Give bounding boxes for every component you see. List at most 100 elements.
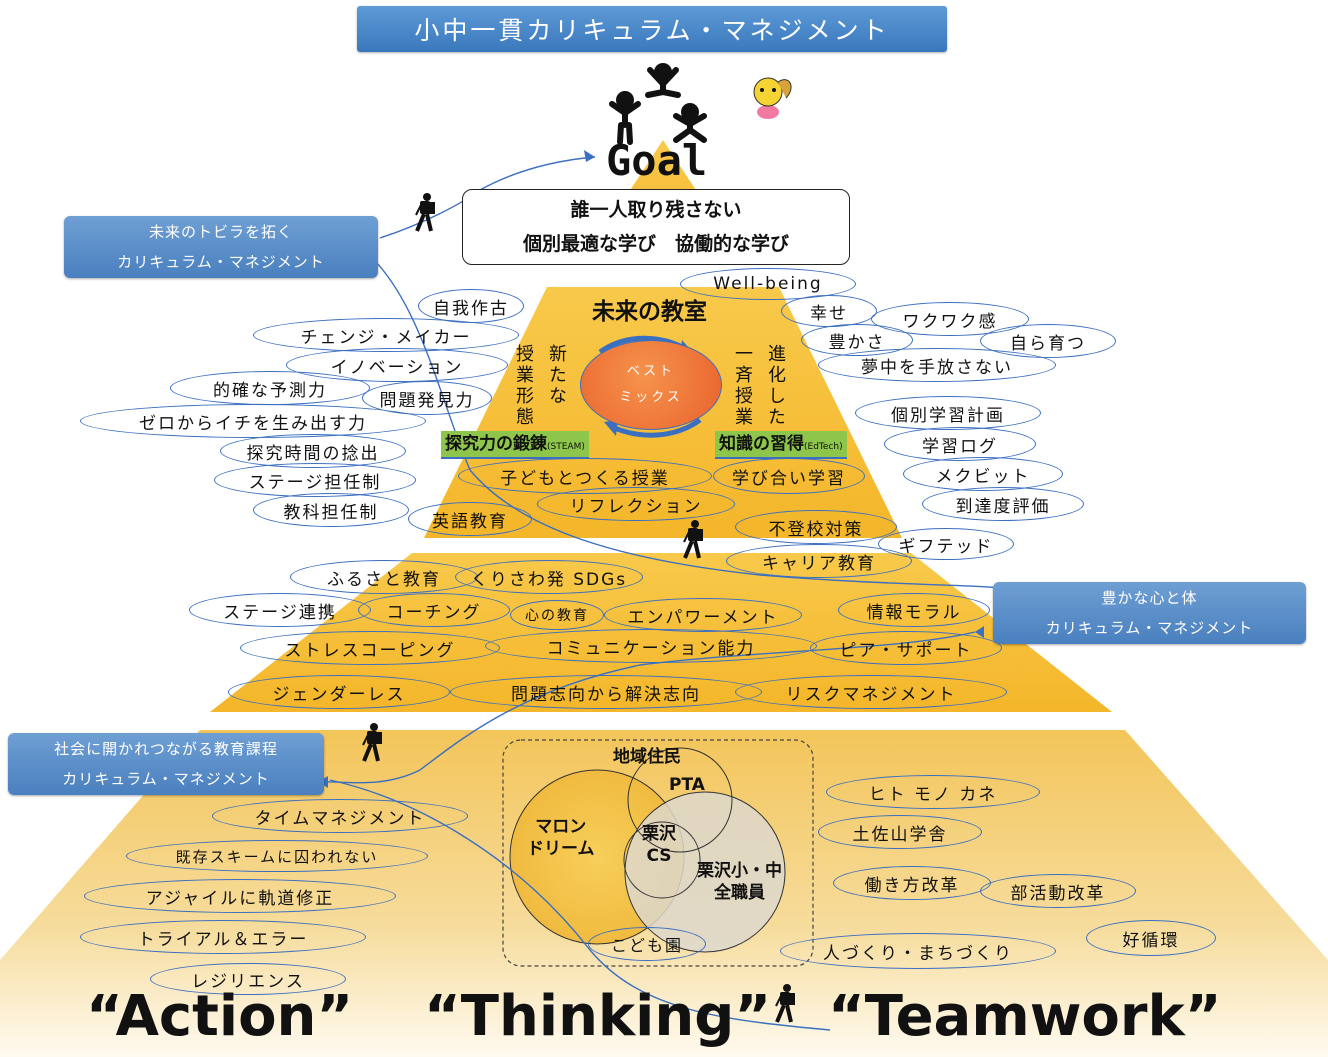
heart-box-line1: 豊かな心と体 xyxy=(1101,589,1198,607)
goal-label: Goal xyxy=(606,136,708,185)
keyword-oval: リフレクション xyxy=(537,487,735,521)
venn-frame xyxy=(502,739,814,967)
keyword-oval: 情報モラル xyxy=(838,593,990,627)
teamwork-word: “Teamwork” xyxy=(828,984,1222,1049)
climber-icon xyxy=(415,193,435,232)
venn-maron-line1: マロン xyxy=(535,817,587,837)
keyword-oval: ワクワク感 xyxy=(871,302,1029,336)
keyword-oval: 人づくり・まちづくり xyxy=(780,933,1056,969)
thinking-word: “Thinking” xyxy=(424,984,772,1049)
venn-cs-circle xyxy=(623,821,701,899)
keyword-oval: 英語教育 xyxy=(408,502,532,536)
keyword-oval: ジェンダーレス xyxy=(228,675,450,709)
keyword-oval: ギフテッド xyxy=(878,528,1014,560)
keyword-oval: 自我作古 xyxy=(418,289,524,323)
steam-label: 探究力の鍛錬(STEAM) xyxy=(441,431,589,459)
keyword-oval: ステージ連携 xyxy=(189,593,371,627)
society-box-line1: 社会に開かれつながる教育課程 xyxy=(54,740,278,758)
venn-kodomoen-oval: こども園 xyxy=(588,927,706,961)
society-box-line2: カリキュラム・マネジメント xyxy=(62,770,270,788)
edtech-main: 知識の習得 xyxy=(719,434,804,454)
venn-cs-line1: 栗沢 xyxy=(642,824,676,844)
keyword-oval: トライアル＆エラー xyxy=(80,920,366,954)
action-word: “Action” xyxy=(86,984,354,1049)
page-title: 小中一貫カリキュラム・マネジメント xyxy=(357,6,947,52)
keyword-oval: タイムマネジメント xyxy=(212,799,468,833)
keyword-oval: レジリエンス xyxy=(150,963,346,995)
keyword-oval: 夢中を手放さない xyxy=(818,348,1056,382)
venn-cs-line2: CS xyxy=(646,846,672,866)
venn-title: 地域住民 xyxy=(613,747,681,767)
venn-maron-label: マロン ドリーム xyxy=(527,816,595,860)
venn-pta-circle xyxy=(627,747,733,853)
keyword-oval: 幸せ xyxy=(781,295,877,327)
venn-cs-label: 栗沢 CS xyxy=(642,823,676,867)
keyword-oval: 問題志向から解決志向 xyxy=(450,675,762,709)
steam-sub: (STEAM) xyxy=(547,442,585,452)
keyword-oval: キャリア教育 xyxy=(726,544,912,578)
heart-curriculum-box: 豊かな心と体 カリキュラム・マネジメント xyxy=(993,582,1306,644)
keyword-oval: アジャイルに軌道修正 xyxy=(84,879,396,913)
venn-pta-label: PTA xyxy=(669,775,705,795)
keyword-oval: 自ら育つ xyxy=(980,324,1116,358)
venn-staff-line1: 栗沢小・中 xyxy=(697,861,782,881)
edtech-sub: (EdTech) xyxy=(804,442,843,452)
heart-box-line2: カリキュラム・マネジメント xyxy=(1045,619,1254,637)
evolved-col2: 一斉授業 xyxy=(732,344,753,428)
future-classroom-title: 未来の教室 xyxy=(592,299,707,325)
keyword-oval: くりさわ発 SDGs xyxy=(455,560,643,594)
keyword-oval: ゼロからイチを生み出す力 xyxy=(80,404,426,438)
society-curriculum-box: 社会に開かれつながる教育課程 カリキュラム・マネジメント xyxy=(8,733,324,795)
mascot-icon xyxy=(753,77,792,119)
keyword-oval: ふるさと教育 xyxy=(290,560,478,594)
keyword-oval: 好循環 xyxy=(1086,920,1216,956)
steam-main: 探究力の鍛錬 xyxy=(445,434,547,454)
keyword-oval: ピア・サポート xyxy=(810,631,1002,665)
climber-icon xyxy=(362,723,382,762)
keyword-oval: ステージ担任制 xyxy=(214,463,416,497)
keyword-oval: ストレスコーピング xyxy=(240,631,500,665)
venn-staff-line2: 全職員 xyxy=(714,883,765,903)
people-icon xyxy=(609,63,707,145)
keyword-oval: イノベーション xyxy=(286,348,508,382)
keyword-oval: 到達度評価 xyxy=(922,487,1084,521)
keyword-oval: 働き方改革 xyxy=(833,866,991,900)
keyword-oval: 教科担任制 xyxy=(253,493,409,527)
keyword-oval: 学び合い学習 xyxy=(713,458,865,494)
keyword-oval: コミュニケーション能力 xyxy=(485,629,817,663)
keyword-oval: コーチング xyxy=(358,593,510,627)
climber-icon xyxy=(775,984,795,1023)
goal-box-line1: 誰一人取り残さない xyxy=(570,199,742,221)
new-form-col1: 新たな xyxy=(546,344,567,407)
future-box-line2: カリキュラム・マネジメント xyxy=(117,253,325,271)
keyword-oval: 既存スキームに囚われない xyxy=(126,840,428,872)
best-mix-oval: ベスト ミックス xyxy=(580,340,722,430)
best-mix-line1: ベスト xyxy=(626,364,676,379)
edtech-label: 知識の習得(EdTech) xyxy=(715,431,847,459)
keyword-oval: チェンジ・メイカー xyxy=(253,318,519,352)
keyword-oval: 不登校対策 xyxy=(735,510,897,544)
venn-maron-line2: ドリーム xyxy=(527,839,595,859)
future-curriculum-box: 未来のトビラを拓く カリキュラム・マネジメント xyxy=(64,216,378,278)
venn-staff-circle xyxy=(624,791,786,953)
keyword-oval: 問題発見力 xyxy=(362,381,492,415)
keyword-oval: ヒト モノ カネ xyxy=(826,775,1040,809)
goal-box: 誰一人取り残さない 個別最適な学び 協働的な学び xyxy=(462,189,850,265)
keyword-oval: 個別学習計画 xyxy=(855,396,1041,430)
venn-staff-label: 栗沢小・中 全職員 xyxy=(697,860,782,904)
keyword-oval: 部活動改革 xyxy=(980,874,1136,908)
keyword-oval: エンパワーメント xyxy=(604,598,802,632)
future-box-line1: 未来のトビラを拓く xyxy=(148,223,293,241)
keyword-oval: メクビット xyxy=(903,457,1063,491)
keyword-oval: 心の教育 xyxy=(510,600,604,630)
evolved-col1: 進化した xyxy=(765,344,786,428)
climber-icon xyxy=(683,520,703,559)
keyword-oval: 的確な予測力 xyxy=(170,371,370,405)
keyword-oval: 土佐山学舎 xyxy=(818,815,982,849)
keyword-oval: 学習ログ xyxy=(884,427,1036,461)
best-mix-line2: ミックス xyxy=(619,390,683,405)
new-form-col2: 授業形態 xyxy=(513,344,534,428)
keyword-oval: リスクマネジメント xyxy=(735,675,1007,709)
keyword-oval: Well-being xyxy=(680,268,856,300)
goal-box-line2: 個別最適な学び 協働的な学び xyxy=(522,233,789,255)
